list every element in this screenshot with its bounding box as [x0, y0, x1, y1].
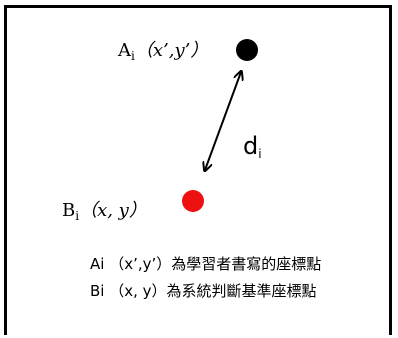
point-a-dot: [236, 39, 258, 61]
point-a-label: Ai（x’,y’）: [118, 36, 208, 63]
legend-line-2: Bi （x, y）為系統判斷基準座標點: [90, 282, 317, 300]
point-b-coords: （x, y）: [79, 200, 147, 221]
point-a-coords: （x’,y’）: [134, 40, 209, 61]
diagram-frame: [4, 5, 392, 335]
legend-line-1: Ai （x’,y’）為學習者書寫的座標點: [90, 255, 322, 273]
point-b-subscript: i: [75, 209, 80, 223]
point-a-subscript: i: [131, 49, 135, 63]
distance-letter: d: [243, 132, 259, 160]
point-b-label: Bi（x, y）: [62, 196, 147, 223]
distance-subscript: i: [258, 147, 262, 161]
distance-arrow: [205, 72, 241, 170]
point-b-dot: [182, 190, 204, 212]
point-b-letter: B: [62, 200, 76, 221]
point-a-letter: A: [118, 40, 131, 61]
distance-label: di: [243, 132, 262, 161]
